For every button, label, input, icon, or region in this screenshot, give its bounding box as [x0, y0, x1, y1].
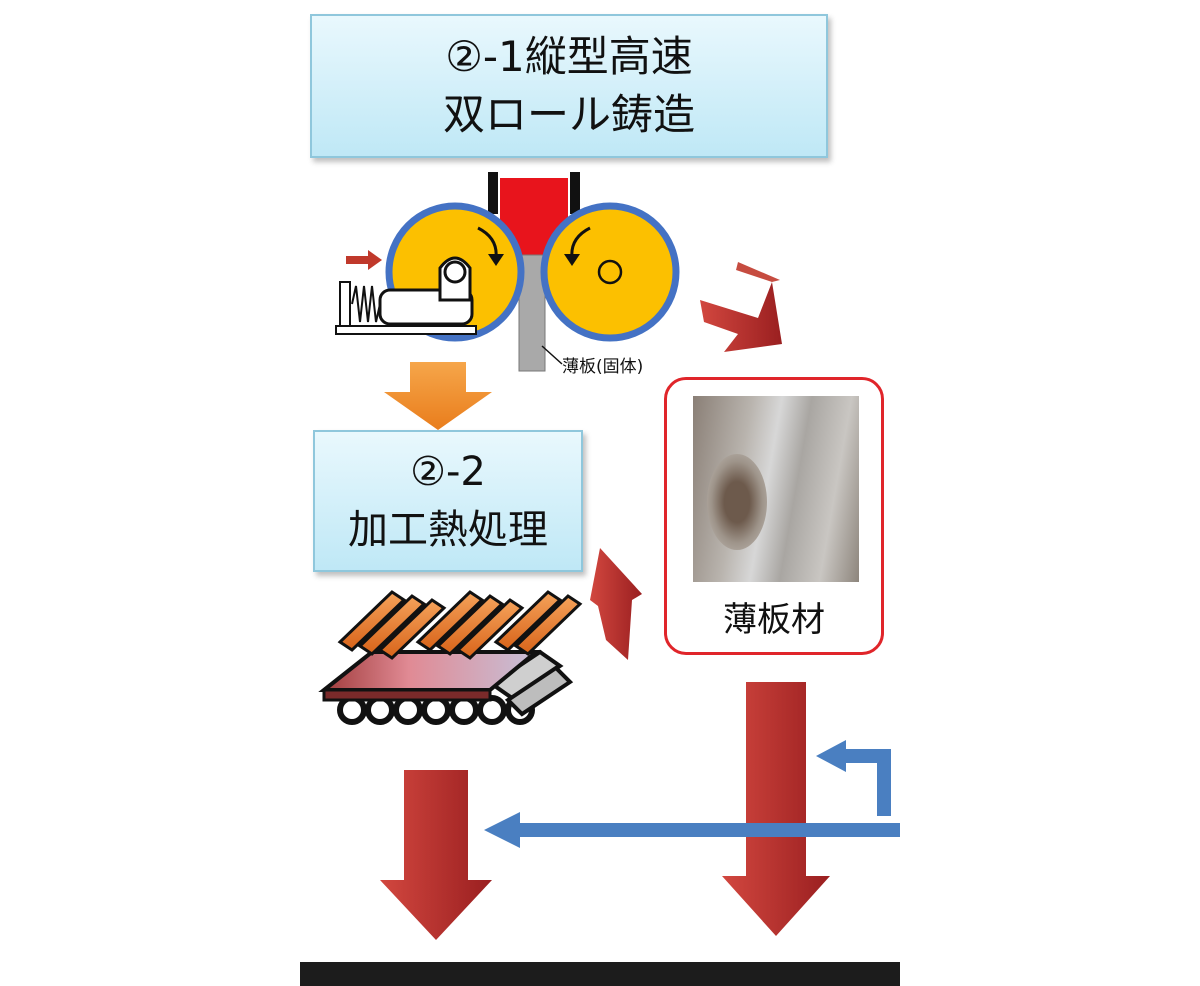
step-2-1-title: ②-1縦型高速 — [445, 32, 693, 81]
red-down-arrow-left — [380, 770, 492, 940]
spring — [351, 285, 381, 323]
coil-end — [707, 454, 767, 550]
red-arrow-to-product — [700, 282, 782, 352]
blue-loop-arrow — [840, 749, 891, 816]
orange-down-arrow — [384, 362, 492, 430]
step-2-2-title: ②-2 — [410, 449, 486, 495]
rolling-mill — [318, 590, 583, 725]
step-2-1-subtitle: 双ロール鋳造 — [442, 90, 695, 139]
push-arrow — [368, 250, 382, 270]
sheet-solid-label: 薄板(固体) — [562, 357, 644, 377]
bottom-bar — [300, 962, 900, 986]
step-2-2-box: ②-2 加工熱処理 — [313, 430, 583, 572]
product-label: 薄板材 — [723, 600, 825, 640]
step-2-1-box: ②-1縦型高速 双ロール鋳造 — [310, 14, 828, 158]
sheet-label-leader — [541, 345, 563, 365]
right-roll-axle — [597, 259, 623, 285]
step-2-2-subtitle: 加工熱処理 — [348, 507, 548, 553]
thin-sheet-product-panel: 薄板材 — [664, 377, 884, 655]
red-down-arrow-right — [722, 682, 830, 936]
sheet-coil-photo — [693, 396, 859, 582]
spring-stop — [339, 281, 351, 327]
left-roll-axle — [443, 260, 467, 284]
red-arrow-process-to-product — [590, 548, 642, 660]
nozzle-wall-right — [570, 172, 580, 214]
nozzle-wall-left — [488, 172, 498, 214]
base-plate — [335, 325, 477, 335]
twin-roll-caster — [335, 172, 680, 372]
